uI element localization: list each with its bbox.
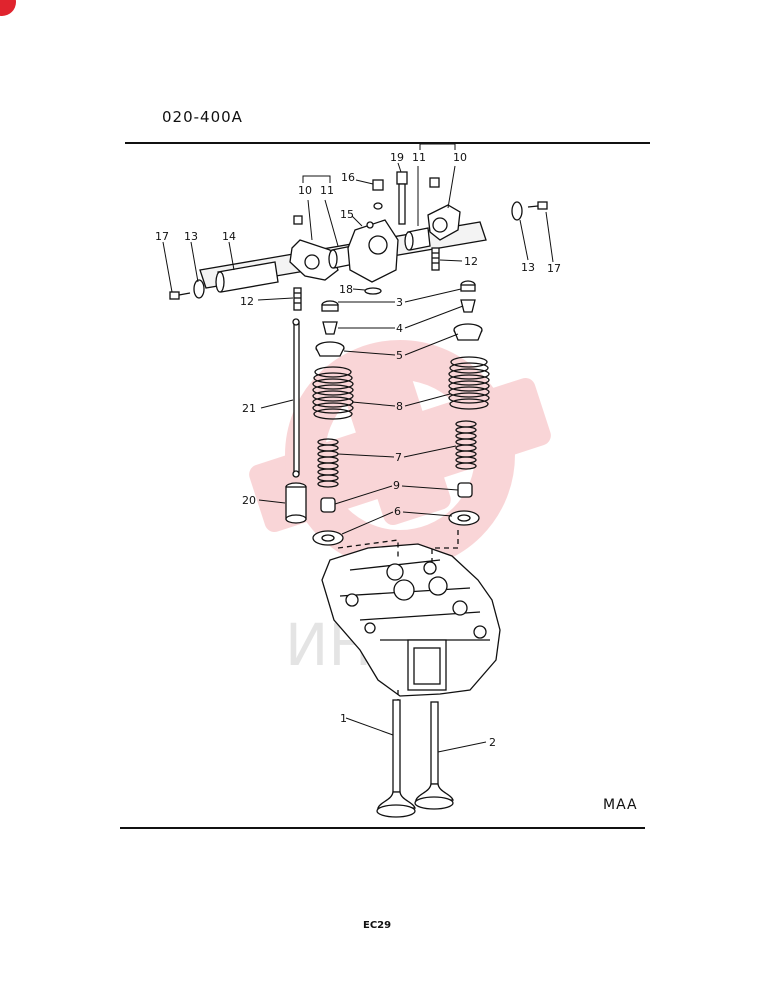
page-number: EC29 <box>363 920 392 931</box>
callout-4: 4 <box>396 322 403 335</box>
callout-labels: 1 2 3 4 5 6 7 8 9 10 10 11 11 12 12 13 1… <box>155 151 561 749</box>
outer-spring-right <box>448 356 490 410</box>
callout-9: 9 <box>393 479 400 492</box>
screw-right <box>527 201 548 210</box>
callout-18: 18 <box>339 283 353 296</box>
retainer-left <box>315 341 345 357</box>
washer-left <box>193 279 205 299</box>
top-rule <box>125 142 650 144</box>
tappet <box>285 482 307 524</box>
ring-18 <box>364 287 382 295</box>
callout-8: 8 <box>396 400 403 413</box>
washer-right <box>511 201 523 221</box>
inner-spring-left <box>317 438 339 488</box>
rocker-bracket <box>347 219 399 283</box>
callout-10-right: 10 <box>453 151 467 164</box>
callout-21: 21 <box>242 402 256 415</box>
inner-spring-right <box>455 420 477 470</box>
callout-2: 2 <box>489 736 496 749</box>
bolt-19 <box>396 171 408 225</box>
cotter-right <box>460 299 476 313</box>
rocker-arm-left <box>289 215 339 281</box>
callout-17-left: 17 <box>155 230 169 243</box>
cylinder-head <box>321 543 501 697</box>
bottom-rule <box>120 827 645 829</box>
variant-code: MAA <box>603 797 638 813</box>
callout-5: 5 <box>396 349 403 362</box>
bolt-16 <box>372 179 384 210</box>
callout-12-right: 12 <box>464 255 478 268</box>
callout-13-right: 13 <box>521 261 535 274</box>
callout-6: 6 <box>394 505 401 518</box>
valve-cap-left <box>321 300 339 312</box>
spring-seat-left <box>312 530 344 546</box>
stem-seal-left <box>320 497 336 513</box>
callout-11-right: 11 <box>412 151 426 164</box>
callout-14: 14 <box>222 230 236 243</box>
callout-13-left: 13 <box>184 230 198 243</box>
callout-16: 16 <box>341 171 355 184</box>
retainer-right <box>453 323 483 341</box>
callout-15: 15 <box>340 208 354 221</box>
rocker-arm-right <box>427 177 461 241</box>
leader-lines <box>162 143 554 753</box>
callout-10-left: 10 <box>298 184 312 197</box>
cotter-left <box>322 321 338 335</box>
outer-spring-left <box>312 366 354 420</box>
push-rod <box>292 318 300 478</box>
section-code: 020-400A <box>162 108 243 126</box>
adjust-screw-left <box>293 287 302 311</box>
callout-20: 20 <box>242 494 256 507</box>
callout-3: 3 <box>396 296 403 309</box>
callout-12-left: 12 <box>240 295 254 308</box>
adjust-screw-right <box>431 247 440 271</box>
valve-1 <box>376 699 416 818</box>
spring-seat-right <box>448 510 480 526</box>
callout-1: 1 <box>340 712 347 725</box>
callout-17-right: 17 <box>547 262 561 275</box>
callout-11-left: 11 <box>320 184 334 197</box>
spacer-right <box>404 227 431 251</box>
callout-19: 19 <box>390 151 404 164</box>
stem-seal-right <box>457 482 473 498</box>
shaft-plug <box>215 261 279 293</box>
valve-cap-right <box>460 280 476 292</box>
valve-2 <box>414 701 454 810</box>
screw-left <box>169 291 191 300</box>
callout-7: 7 <box>395 451 402 464</box>
